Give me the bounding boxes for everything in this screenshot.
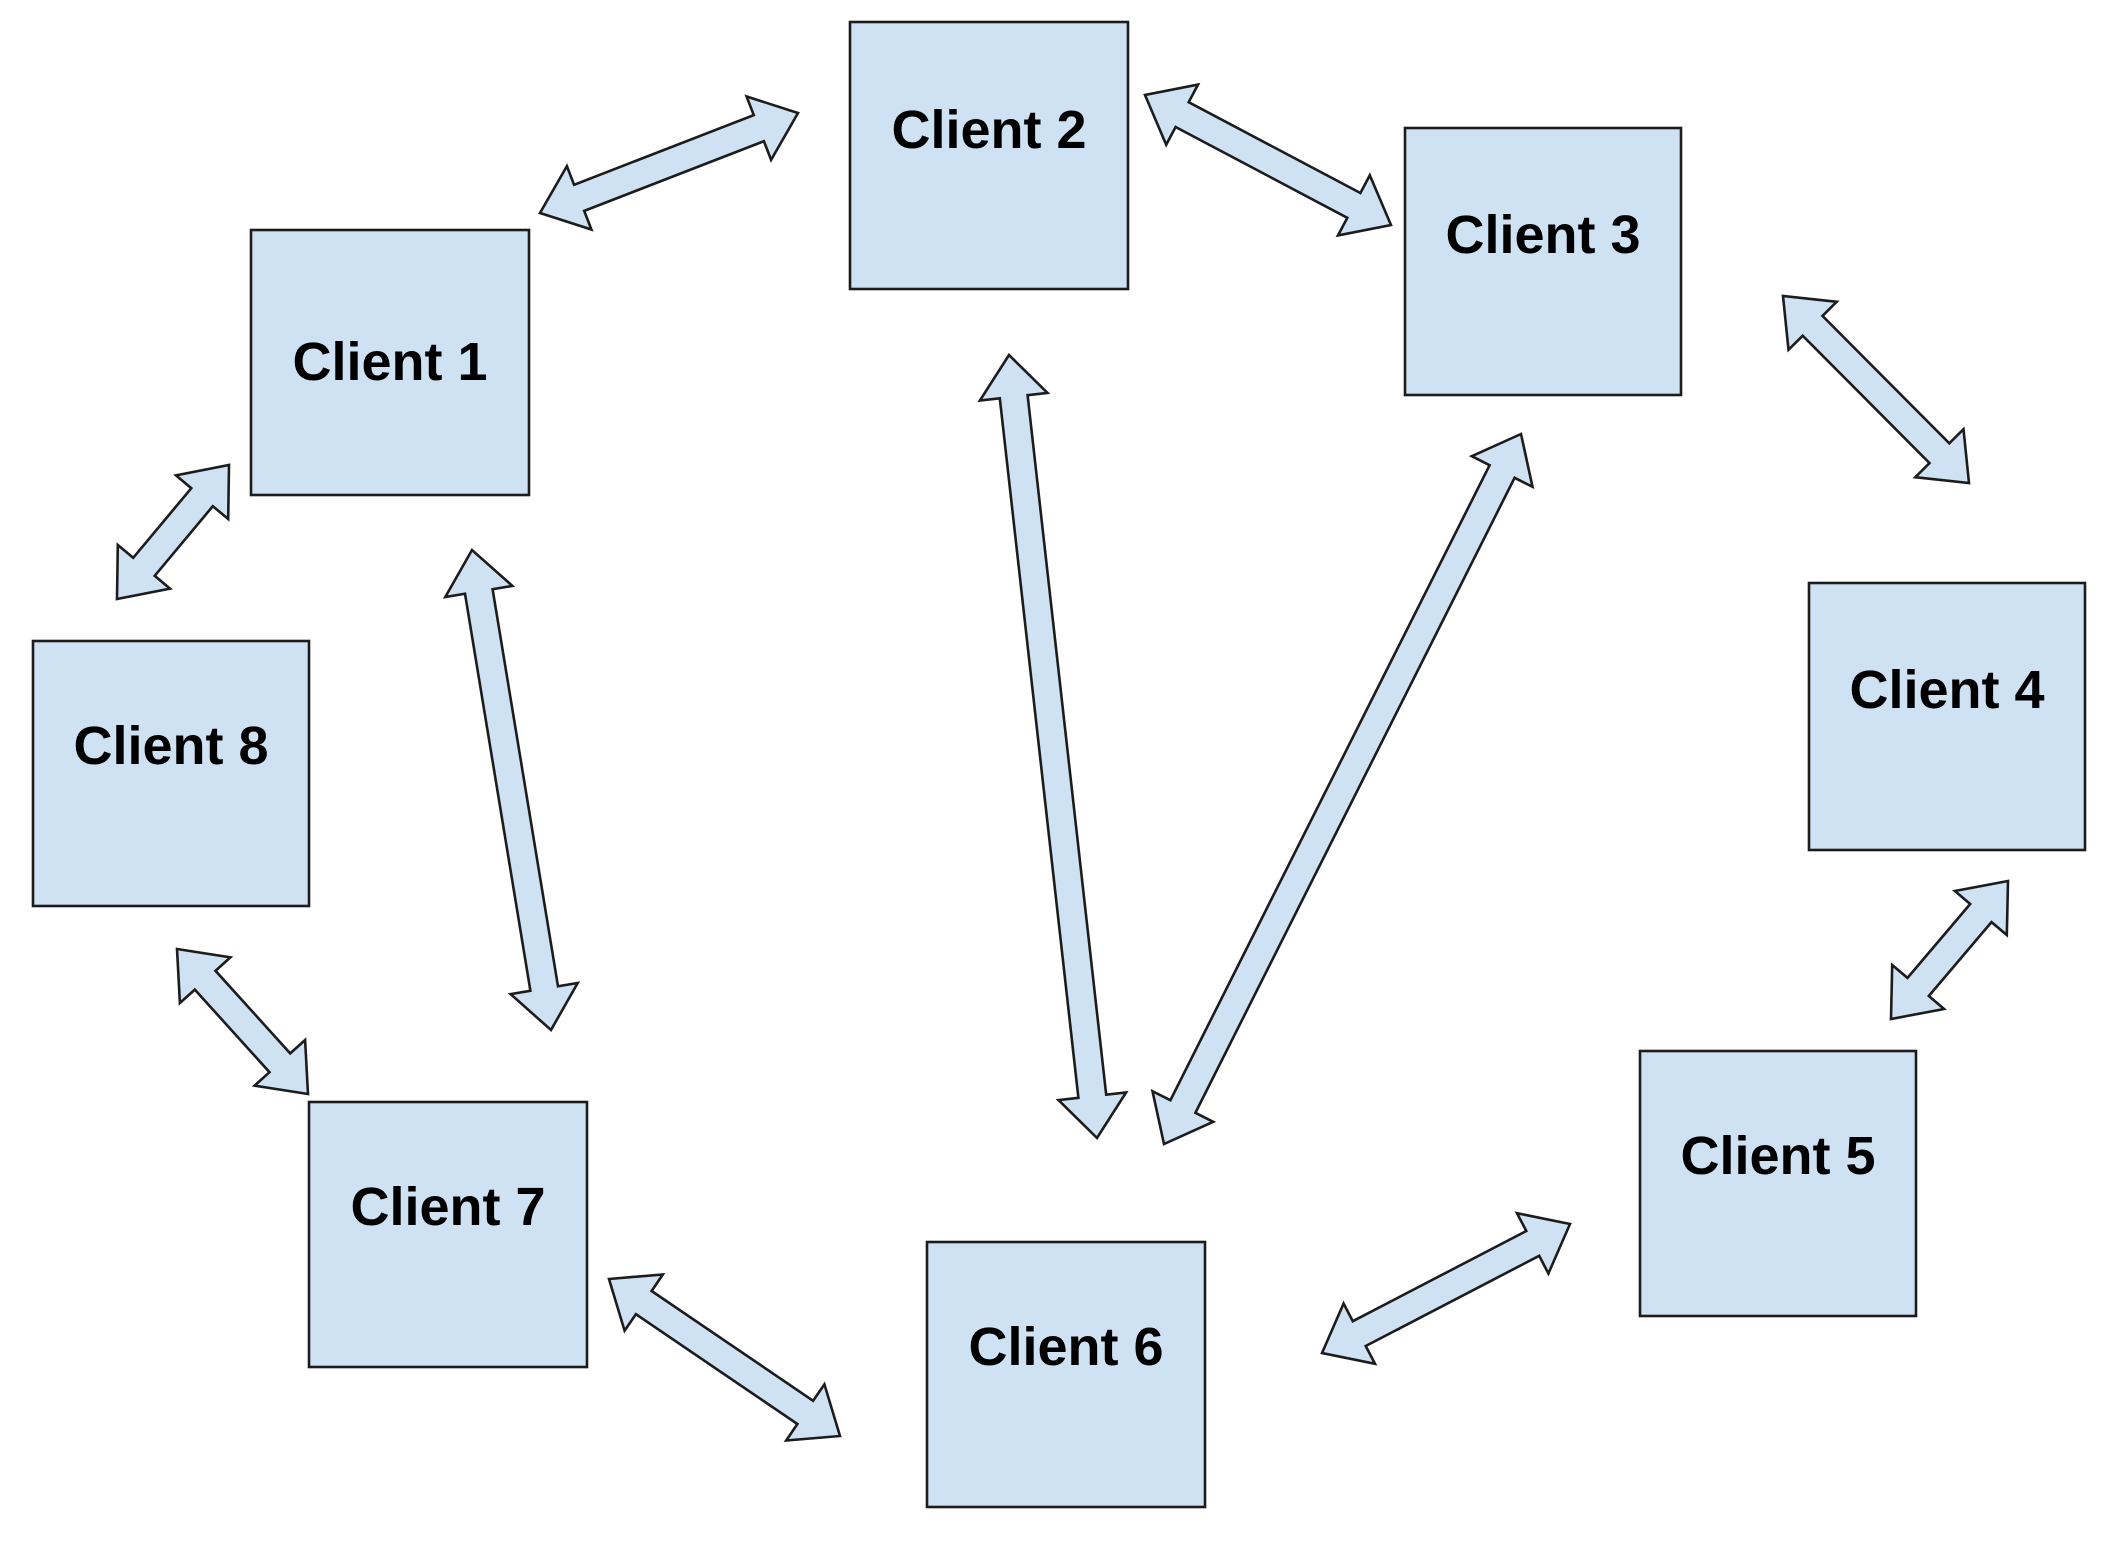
double-arrow-icon xyxy=(1781,294,1971,485)
arrow-client-3-to-client-4 xyxy=(1781,294,1971,485)
arrow-client-1-to-client-2 xyxy=(538,94,800,232)
client-node-1: Client 1 xyxy=(249,228,531,497)
client-label-1: Client 1 xyxy=(292,332,487,392)
client-node-7: Client 7 xyxy=(307,1100,589,1369)
client-node-2: Client 2 xyxy=(848,20,1130,291)
arrow-client-4-to-client-5 xyxy=(1889,879,2010,1021)
client-label-6: Client 6 xyxy=(968,1317,1163,1377)
client-label-4: Client 4 xyxy=(1849,660,2044,720)
arrow-client-7-to-client-8 xyxy=(175,947,310,1096)
double-arrow-icon xyxy=(115,463,231,601)
arrow-client-3-to-client-6 xyxy=(1150,432,1535,1146)
arrow-client-6-to-client-7 xyxy=(607,1272,842,1443)
arrow-client-2-to-client-6 xyxy=(977,352,1129,1141)
double-arrow-icon xyxy=(175,947,310,1096)
client-node-8: Client 8 xyxy=(31,639,311,908)
client-label-7: Client 7 xyxy=(350,1177,545,1237)
client-label-2: Client 2 xyxy=(891,100,1086,160)
double-arrow-icon xyxy=(607,1272,842,1443)
client-label-3: Client 3 xyxy=(1445,205,1640,265)
double-arrow-icon xyxy=(442,547,581,1033)
arrow-client-2-to-client-3 xyxy=(1143,82,1393,238)
arrow-client-1-to-client-7 xyxy=(442,547,581,1033)
connection-arrows xyxy=(115,82,2010,1443)
double-arrow-icon xyxy=(1150,432,1535,1146)
double-arrow-icon xyxy=(1889,879,2010,1021)
arrow-client-8-to-client-1 xyxy=(115,463,231,601)
double-arrow-icon xyxy=(538,94,800,232)
double-arrow-icon xyxy=(1320,1211,1572,1366)
arrow-client-5-to-client-6 xyxy=(1320,1211,1572,1366)
client-label-5: Client 5 xyxy=(1680,1126,1875,1186)
client-node-4: Client 4 xyxy=(1807,581,2087,852)
client-node-3: Client 3 xyxy=(1403,126,1683,397)
client-label-8: Client 8 xyxy=(73,716,268,776)
double-arrow-icon xyxy=(1143,82,1393,238)
double-arrow-icon xyxy=(977,352,1129,1141)
client-node-5: Client 5 xyxy=(1638,1049,1918,1318)
client-node-6: Client 6 xyxy=(925,1240,1207,1509)
